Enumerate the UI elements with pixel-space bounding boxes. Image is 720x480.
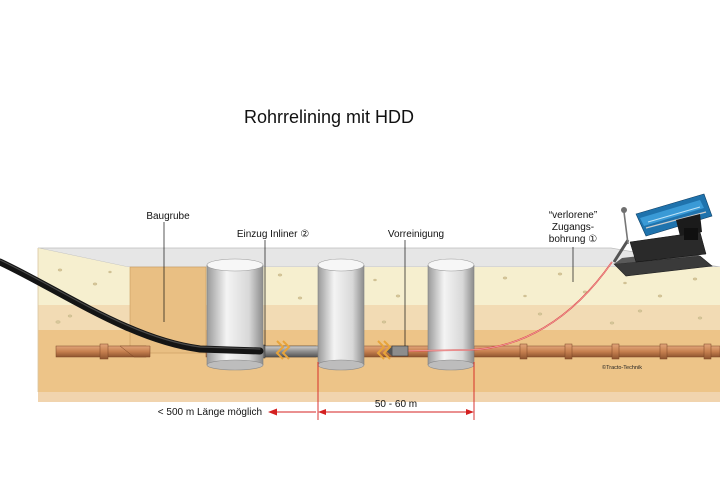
inliner-feed-black (0, 258, 264, 355)
label-zugangs: Zugangs- (552, 222, 594, 233)
break-symbol-2 (376, 340, 392, 360)
diagram-title: Rohrrelining mit HDD (244, 107, 414, 127)
soil-layer-bottom (38, 392, 720, 402)
label-bohrung: bohrung ① (549, 234, 597, 245)
manhole-shaft-3 (427, 258, 475, 371)
label-baugrube: Baugrube (146, 211, 190, 222)
label-vorreinigung: Vorreinigung (388, 229, 444, 240)
label-verlorene: “verlorene” (549, 210, 597, 221)
host-pipe-right (473, 345, 720, 358)
reamer-tool (391, 345, 409, 357)
label-einzug-inliner: Einzug Inliner ② (237, 229, 309, 240)
break-symbol-1 (275, 340, 291, 360)
ground-surface (37, 247, 720, 268)
hdd-drill-rig (612, 193, 713, 277)
inliner-pipe (261, 345, 321, 358)
dimension-length-note: < 500 m Länge möglich (158, 407, 262, 418)
copyright-tracto-technik: ©Tracto-Technik (602, 364, 642, 371)
dimension-markers (268, 362, 475, 420)
manhole-shaft-2 (317, 258, 365, 371)
dimension-span-label: 50 - 60 m (375, 399, 417, 410)
